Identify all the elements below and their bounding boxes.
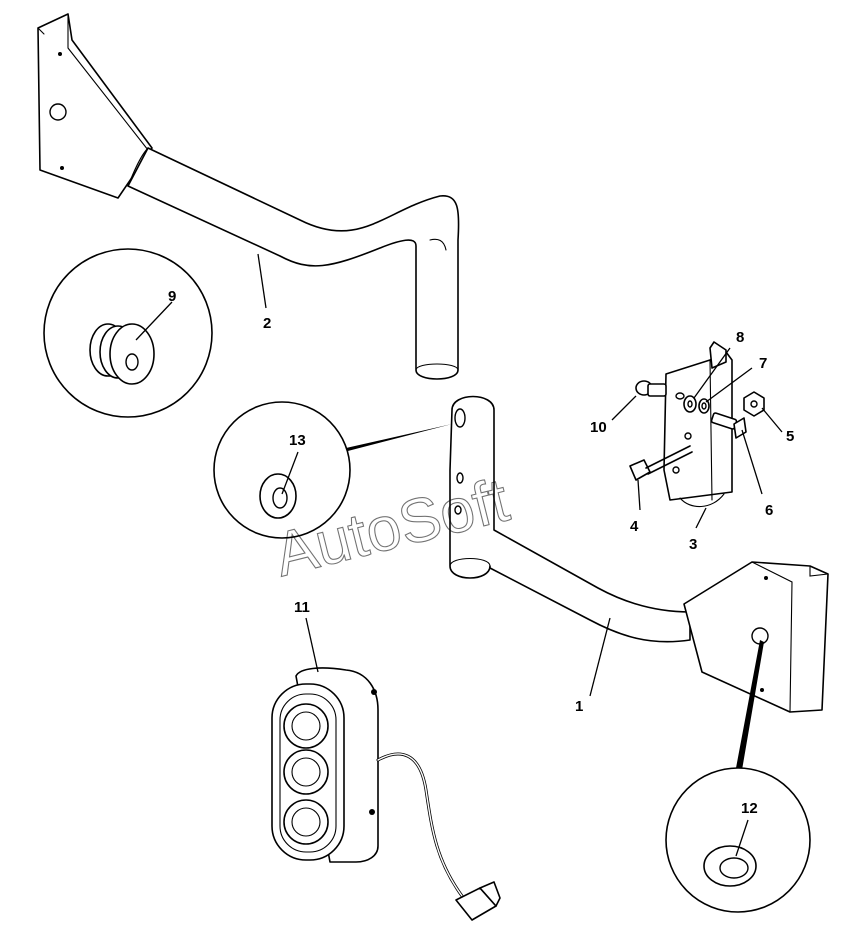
callout-11: 11: [294, 599, 310, 616]
callout-13: 13: [289, 432, 306, 449]
tail-light[interactable]: [271, 667, 501, 921]
leader-lines: [135, 253, 783, 857]
callout-9: 9: [168, 288, 176, 305]
washer[interactable]: [683, 395, 697, 413]
spring-washer[interactable]: [698, 398, 710, 414]
callout-7: 7: [759, 355, 767, 372]
harness-connector[interactable]: [455, 881, 501, 921]
callout-10: 10: [590, 419, 607, 436]
callout-1: 1: [575, 698, 583, 715]
rubber-grommet[interactable]: [89, 323, 155, 385]
callout-labels: 1 2 3 4 5 6 7 8 9 10 11 12 13: [168, 288, 794, 817]
nut[interactable]: [743, 391, 765, 417]
long-bolt[interactable]: [629, 445, 693, 481]
short-bolt[interactable]: [635, 380, 667, 397]
detail-circle-grommet: [43, 248, 213, 418]
lower-mounting-arm[interactable]: [449, 395, 829, 713]
detail-circle-ring-grommet: [665, 640, 811, 913]
callout-5: 5: [786, 428, 794, 445]
callout-6: 6: [765, 502, 773, 519]
callout-8: 8: [736, 329, 744, 346]
callout-4: 4: [630, 518, 639, 535]
callout-12: 12: [741, 800, 758, 817]
callout-3: 3: [689, 536, 697, 553]
ring-grommet[interactable]: [703, 845, 757, 887]
detail-circle-grommet-small: [213, 401, 452, 539]
callout-2: 2: [263, 315, 271, 332]
small-grommet[interactable]: [259, 473, 297, 519]
upper-mounting-arm[interactable]: [37, 13, 460, 380]
